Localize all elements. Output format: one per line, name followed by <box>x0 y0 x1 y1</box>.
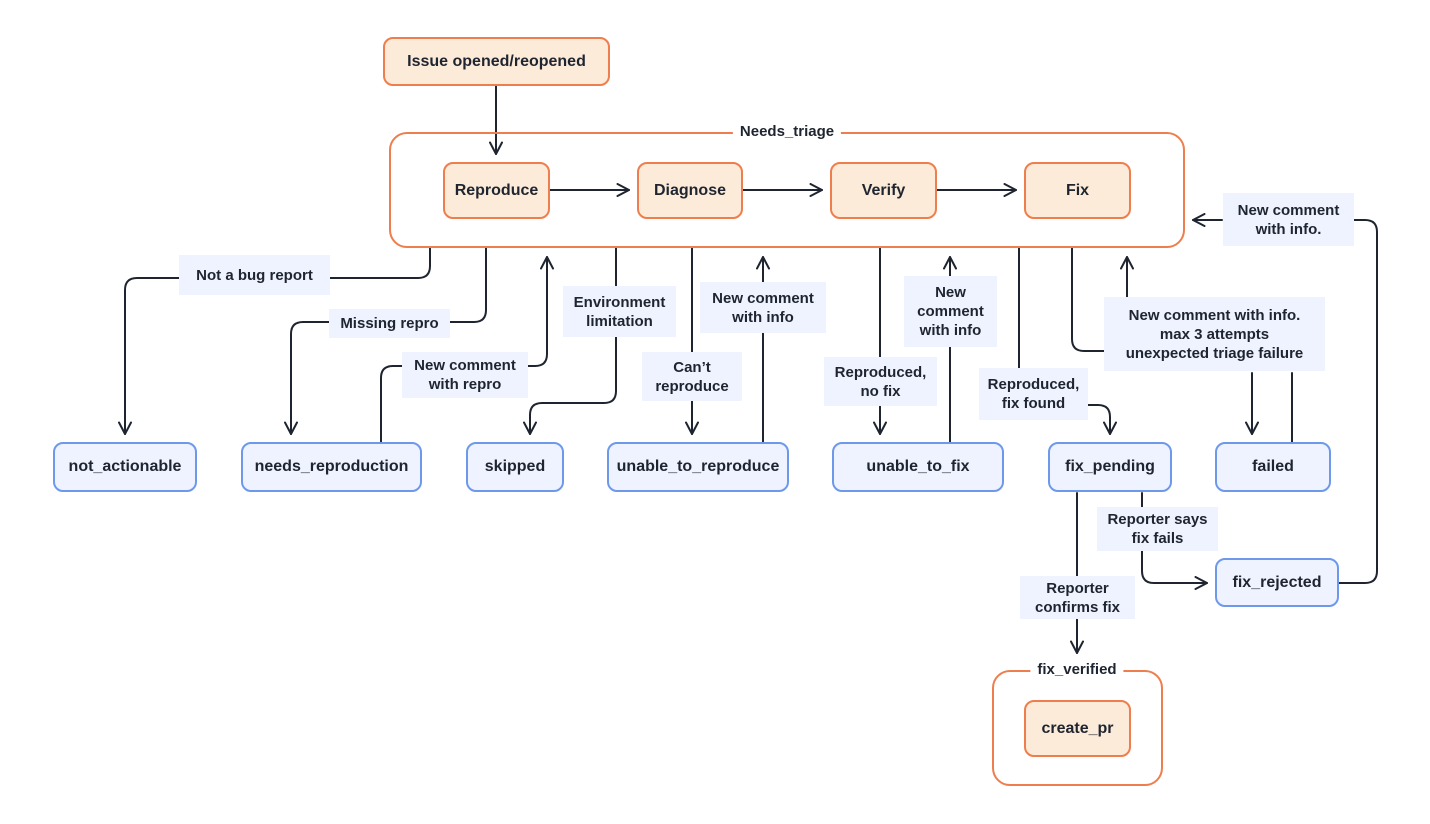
node-diagnose: Diagnose <box>637 162 743 219</box>
node-verify: Verify <box>830 162 937 219</box>
label-reproduced-no-fix: Reproduced, no fix <box>824 357 937 406</box>
node-reproduce: Reproduce <box>443 162 550 219</box>
label-new-comment-with-info-1: New comment with info <box>700 282 826 333</box>
node-create-pr: create_pr <box>1024 700 1131 757</box>
label-new-comment-with-info-3: New comment with info. <box>1223 193 1354 246</box>
state-not-actionable: not_actionable <box>53 442 197 492</box>
state-needs-reproduction: needs_reproduction <box>241 442 422 492</box>
state-unable-to-reproduce: unable_to_reproduce <box>607 442 789 492</box>
label-reporter-confirms-fix: Reporter confirms fix <box>1020 576 1135 619</box>
label-not-a-bug-report: Not a bug report <box>179 255 330 295</box>
label-missing-repro: Missing repro <box>329 309 450 338</box>
label-reproduced-fix-found: Reproduced, fix found <box>979 368 1088 420</box>
state-fix-pending: fix_pending <box>1048 442 1172 492</box>
edge-new-comment-with-repro <box>380 256 554 443</box>
edge-unexpected-failure <box>1071 247 1252 434</box>
edge-fix-rejected-to-triage <box>1193 220 1378 584</box>
label-retry-failure: New comment with info. max 3 attempts un… <box>1104 297 1325 371</box>
edge-retry-up <box>1127 257 1293 443</box>
state-skipped: skipped <box>466 442 564 492</box>
state-unable-to-fix: unable_to_fix <box>832 442 1004 492</box>
label-environment-limitation: Environment limitation <box>563 286 676 337</box>
edge-reporter-says-fix-fails <box>1141 492 1208 590</box>
label-new-comment-with-info-2: New comment with info <box>904 276 997 347</box>
node-issue-opened: Issue opened/reopened <box>383 37 610 86</box>
label-new-comment-with-repro: New comment with repro <box>402 352 528 398</box>
state-failed: failed <box>1215 442 1331 492</box>
label-reporter-says-fix-fails: Reporter says fix fails <box>1097 507 1218 551</box>
node-fix: Fix <box>1024 162 1131 219</box>
state-fix-rejected: fix_rejected <box>1215 558 1339 607</box>
label-cant-reproduce: Can’t reproduce <box>642 352 742 401</box>
edge-environment-limitation <box>523 247 617 435</box>
fix-verified-title: fix_verified <box>1030 661 1124 679</box>
needs-triage-title: Needs_triage <box>732 123 842 141</box>
